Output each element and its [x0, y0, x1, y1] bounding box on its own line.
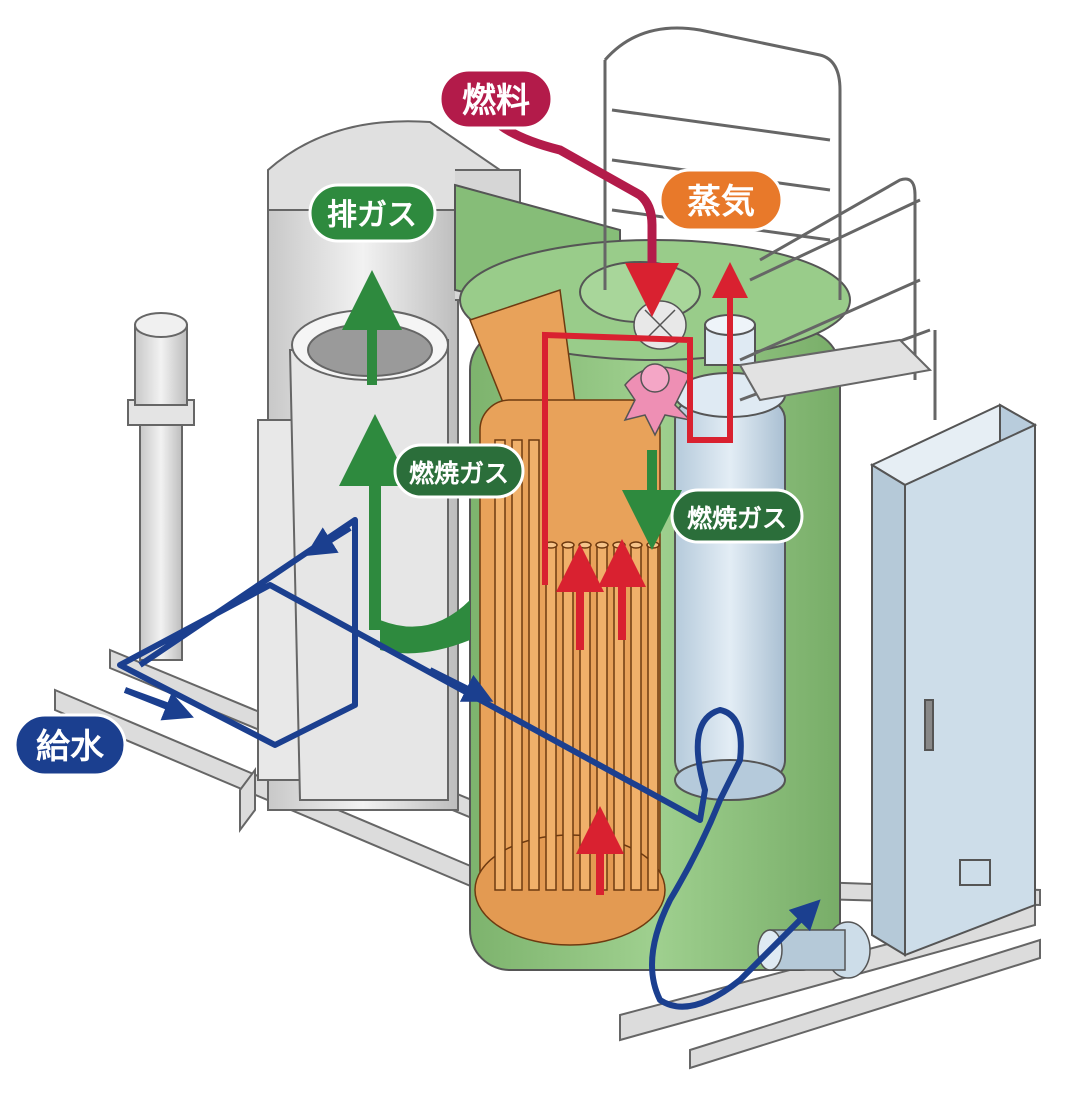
feed-pump — [757, 921, 871, 979]
feed-water-label-text: 給水 — [36, 727, 105, 767]
fuel-label: 燃料 — [438, 68, 554, 130]
fuel-label-text: 燃料 — [462, 81, 530, 121]
furnace-tubes — [469, 289, 666, 946]
fuel-flow-arrow — [497, 121, 679, 317]
combustion-gas-left-label: 燃焼ガス — [393, 443, 525, 499]
feed-water-inlet-arrow — [123, 687, 194, 721]
feed-water-label: 給水 — [13, 713, 127, 777]
steam-label: 蒸気 — [658, 168, 784, 232]
control-cabinet — [869, 403, 1038, 957]
water-arrow-mid — [428, 667, 494, 702]
combustion-gas-right-label-text: 燃焼ガス — [687, 504, 787, 533]
exhaust-gas-label-text: 排ガス — [327, 198, 417, 233]
combustion-gas-left-label-text: 燃焼ガス — [409, 459, 509, 488]
exhaust-gas-label: 排ガス — [308, 183, 437, 243]
steam-flow-arrow — [542, 262, 748, 585]
left-stack-pipe — [127, 312, 195, 661]
steam-label-text: 蒸気 — [687, 182, 755, 222]
combustion-gas-right-label: 燃焼ガス — [670, 488, 804, 544]
platform-floor — [738, 338, 933, 402]
water-arrow-upper — [305, 525, 352, 556]
